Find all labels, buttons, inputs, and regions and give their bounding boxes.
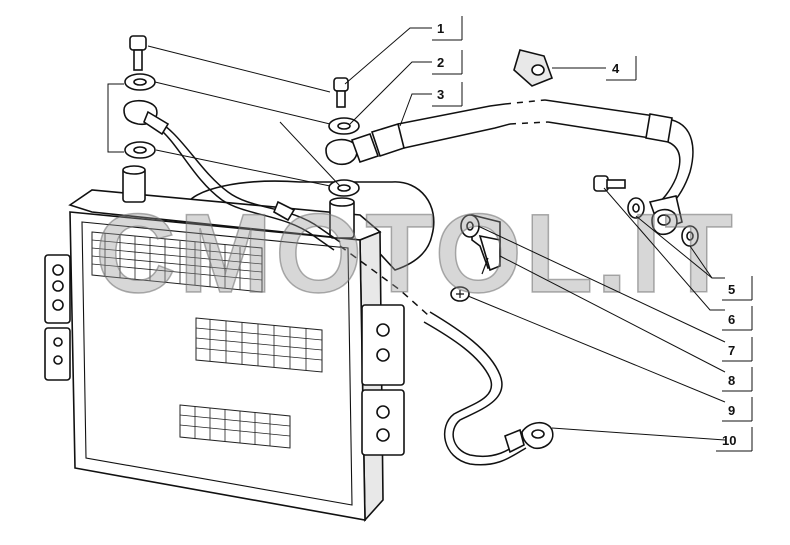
svg-text:10: 10 [722, 433, 736, 448]
svg-text:7: 7 [728, 343, 735, 358]
callout-9: 9 [722, 397, 753, 422]
svg-text:9: 9 [728, 403, 735, 418]
leader-lines [107, 27, 726, 441]
callout-6: 6 [722, 306, 753, 331]
banjo-bolt-right [333, 77, 349, 108]
svg-text:1: 1 [437, 21, 444, 36]
callout-1: 1 [432, 16, 463, 41]
svg-text:4: 4 [612, 61, 620, 76]
clip-part-4 [513, 49, 554, 87]
svg-text:2: 2 [437, 55, 444, 70]
svg-text:6: 6 [728, 312, 735, 327]
svg-text:3: 3 [437, 87, 444, 102]
screw-part-9 [450, 286, 470, 302]
watermark-text: CMOTOL.IT [95, 191, 736, 316]
svg-text:8: 8 [728, 373, 735, 388]
cooler-mesh [91, 231, 323, 449]
clamp-bracket [460, 213, 501, 275]
callout-2: 2 [432, 50, 463, 75]
callout-7: 7 [722, 337, 753, 362]
callout-4: 4 [606, 56, 637, 81]
banjo-bolt-left [129, 35, 147, 71]
callout-8: 8 [722, 367, 753, 392]
svg-text:5: 5 [728, 282, 735, 297]
callout-3: 3 [432, 82, 463, 107]
oil-cooler [44, 165, 435, 523]
callout-10: 10 [716, 427, 753, 452]
oil-pipe-upper [123, 99, 554, 466]
oil-hose-upper [325, 99, 694, 236]
callout-5: 5 [722, 276, 753, 301]
